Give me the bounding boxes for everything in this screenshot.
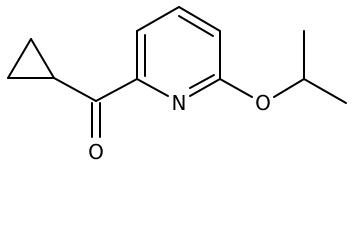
bond-ring-c3-c4 [136, 6, 180, 32]
ketone-group [53, 77, 138, 138]
cyclopropyl-ring [7, 38, 55, 79]
bond-ring-inner-c4-c5 [178, 15, 214, 37]
isopropoxy-group [219, 30, 347, 104]
bond-ring-n-c2 [136, 78, 169, 97]
bond-carbonyl-pyridine [95, 78, 138, 102]
bond-cyclopropyl-carbonyl [53, 77, 97, 102]
bond-ring-inner-c6-n [189, 74, 215, 89]
bond-cyclopropyl-1 [7, 38, 32, 79]
bond-oxygen-ch [273, 78, 305, 98]
atom-label-nitrogen: N [172, 91, 187, 115]
chemical-structure: N O O [7, 6, 347, 164]
bond-ch-methyl-right [303, 78, 347, 104]
bond-ring-c4-c5 [178, 6, 221, 32]
atom-label-ether-oxygen: O [255, 91, 271, 115]
bond-c6-oxygen [219, 78, 253, 98]
pyridine-ring [136, 6, 221, 97]
bond-ring-c6-n [189, 78, 221, 97]
bond-cyclopropyl-3 [30, 38, 55, 79]
atom-label-carbonyl-oxygen: O [88, 140, 104, 164]
